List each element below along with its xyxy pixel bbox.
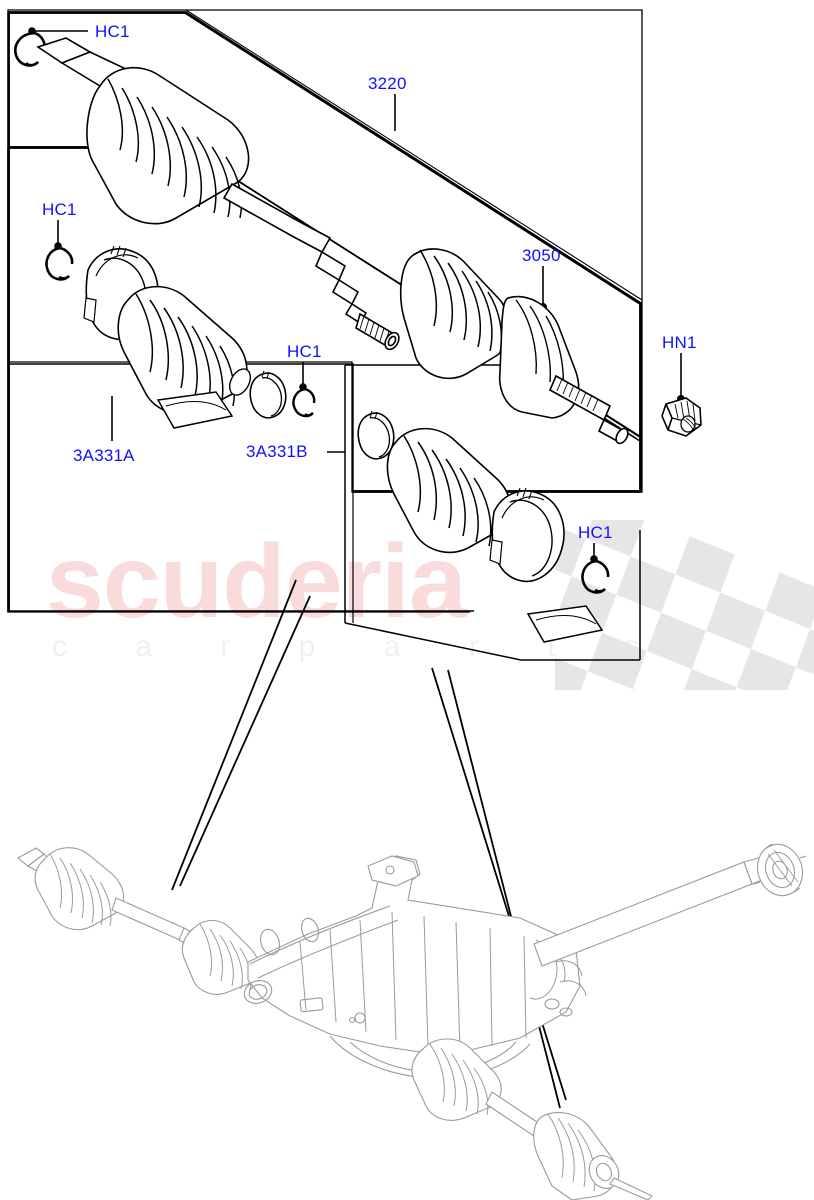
kit-3a331a [45, 245, 252, 429]
vehicle-front-axle-assembly [17, 843, 807, 1200]
callout-line-right-b [447, 669, 561, 1109]
circlip-hc1-lower [581, 559, 610, 594]
right-halfshaft [411, 1038, 653, 1200]
part-label-3050[interactable]: 3050 [522, 246, 561, 265]
cv-boot-3220 [86, 67, 250, 225]
grease-sachet [156, 391, 234, 429]
differential-housing [243, 855, 587, 1079]
panel-border-3220 [8, 11, 642, 493]
callout-lines-to-vehicle [171, 579, 567, 1109]
watermark-scuderia: scuderia [46, 524, 467, 640]
rubber-boot-3a331a [117, 285, 252, 416]
kit-3a331b [249, 370, 610, 643]
grease-sachet-lower [526, 605, 604, 643]
part-label-3a331a[interactable]: 3A331A [73, 446, 135, 465]
watermark-checkered-flag [555, 520, 814, 690]
propshaft-flange [753, 843, 807, 897]
callout-line-left-a [171, 579, 297, 891]
callout-line-left-b [179, 595, 311, 887]
circlip-hc1-mid [292, 387, 316, 418]
callout-line-right-a [431, 667, 567, 1101]
part-label-hc1-top[interactable]: HC1 [95, 22, 130, 41]
left-halfshaft [17, 847, 259, 995]
wheel-hub-flange [533, 1112, 653, 1200]
part-label-hc1-mid[interactable]: HC1 [287, 342, 322, 361]
part-driveshaft-3220 [14, 31, 400, 351]
clamp-band-small-lower [357, 410, 395, 460]
circlip-hc1-left [45, 246, 74, 281]
part-label-hc1-lower[interactable]: HC1 [578, 523, 613, 542]
part-label-3220[interactable]: 3220 [368, 74, 407, 93]
part-label-hc1-left[interactable]: HC1 [42, 200, 77, 219]
part-label-hn1[interactable]: HN1 [662, 333, 697, 352]
clamp-band-large-lower [489, 487, 565, 583]
shaft-spline-tip [355, 312, 400, 351]
clamp-band-small-upper [249, 370, 287, 419]
part-hex-nut-hn1 [661, 397, 702, 437]
part-label-3a331b[interactable]: 3A331B [246, 442, 308, 461]
propshaft [533, 843, 807, 967]
part-cv-joint-3050 [399, 248, 629, 445]
